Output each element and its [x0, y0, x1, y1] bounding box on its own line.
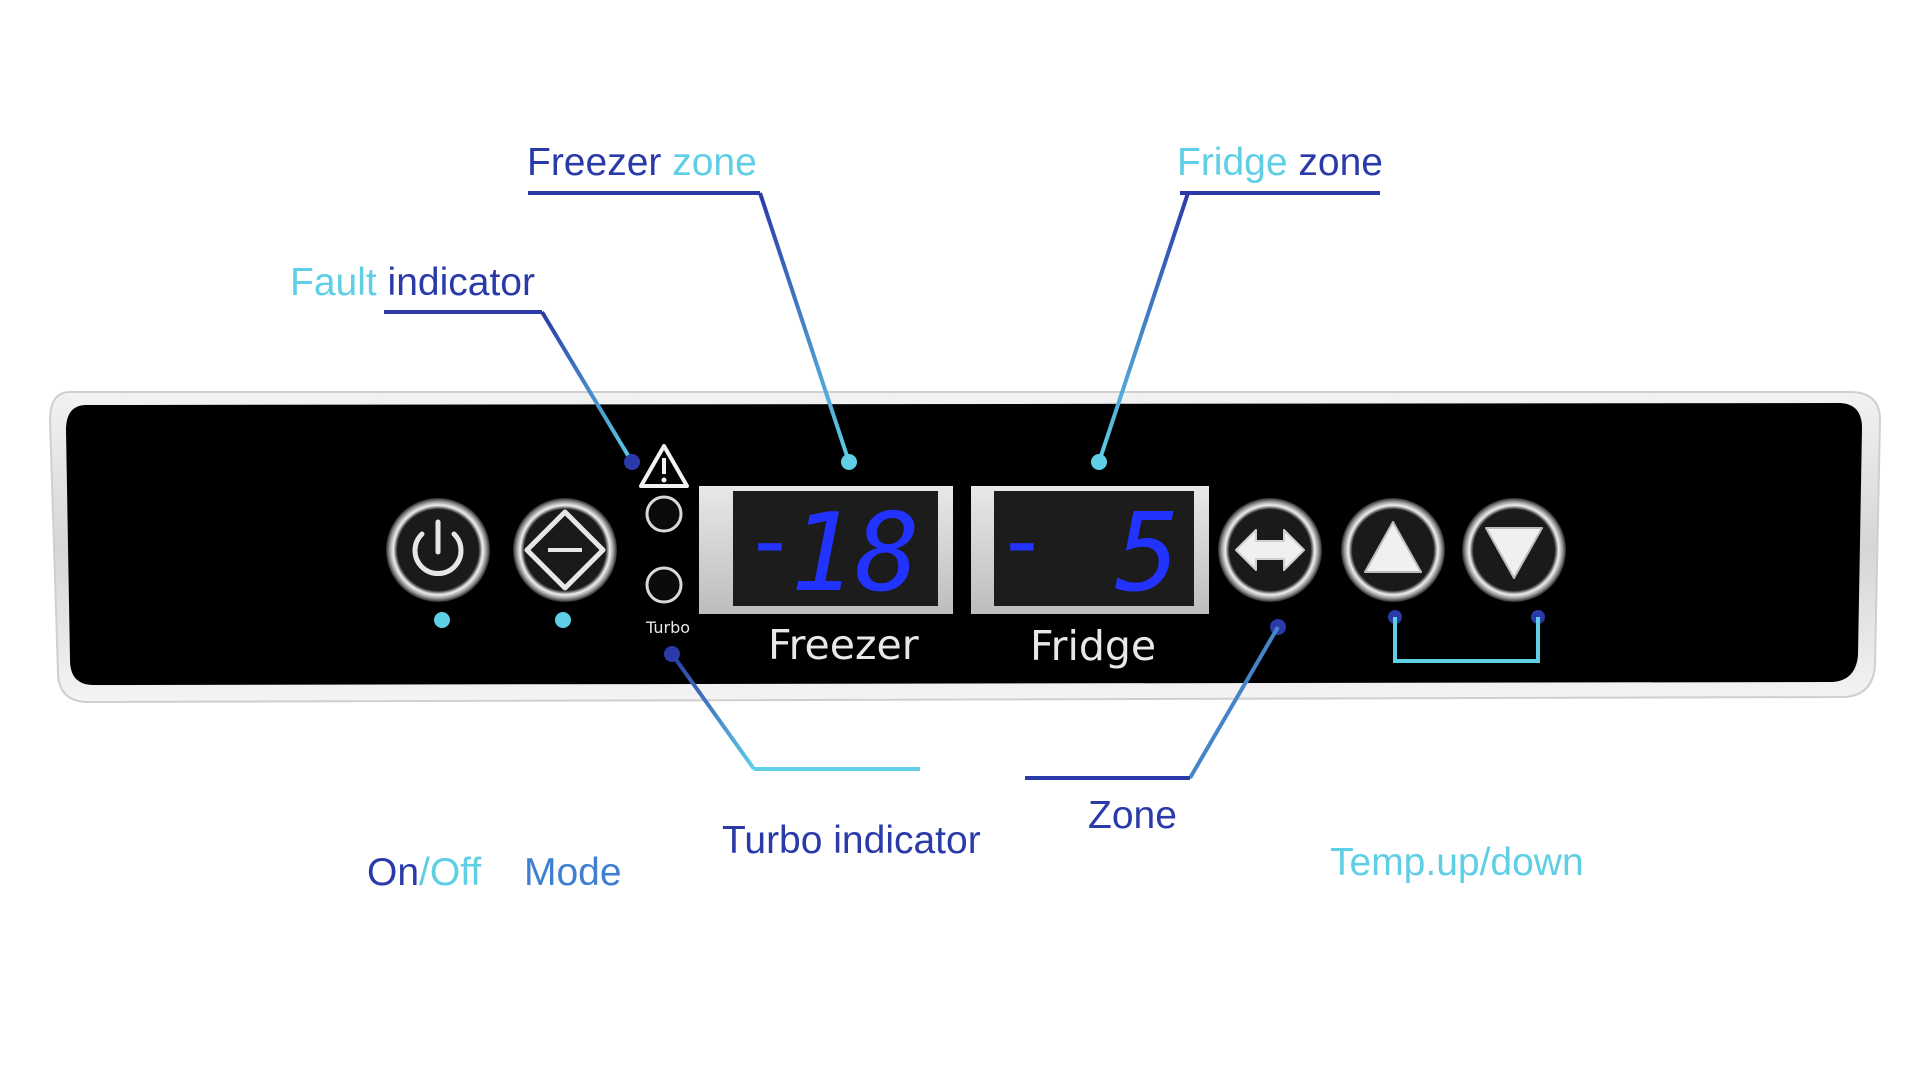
turbo-indicator-callout: Turbo indicator [722, 819, 981, 862]
arrow-down-icon [1485, 527, 1543, 579]
mode-button[interactable] [513, 498, 617, 602]
zone-button[interactable] [1218, 498, 1322, 602]
temp-up-button[interactable] [1341, 498, 1445, 602]
fridge-zone-callout-part1: Fridge [1177, 141, 1288, 184]
mode-callout: Mode [524, 851, 622, 894]
power-button[interactable] [386, 498, 490, 602]
freezer-zone-leader [528, 191, 857, 470]
temp-up-down-leader [1388, 610, 1545, 836]
on-off-callout-part3: Off [429, 851, 482, 894]
on-off-callout-part2: / [419, 851, 430, 894]
freezer-zone-callout-part1: Freezer [527, 141, 662, 184]
panel-body [48, 391, 1882, 704]
freezer-label: Freezer [768, 621, 919, 669]
zone-swap-icon [1235, 529, 1305, 571]
fridge-display-value: 5 [1115, 491, 1180, 616]
arrow-up-icon [1364, 521, 1422, 573]
turbo-indicator-leader [664, 646, 920, 771]
temp-up-down-callout: Temp.up/down [1330, 841, 1584, 884]
mode-icon [524, 509, 606, 591]
on-off-callout: On/Off [367, 853, 481, 892]
temp-down-button[interactable] [1462, 498, 1566, 602]
freezer-zone-callout: Freezer zone [527, 143, 757, 182]
fridge-zone-callout-part2: zone [1287, 141, 1383, 184]
zone-leader [1025, 619, 1286, 780]
fault-indicator-callout-part2: indicator [376, 261, 535, 304]
fridge-display-sign: - [994, 487, 1049, 594]
fault-indicator-callout-part1: Fault [290, 261, 377, 304]
fault-indicator-callout: Fault indicator [290, 263, 535, 302]
fridge-label: Fridge [1030, 622, 1157, 670]
on-off-leader [434, 612, 450, 843]
warning-triangle-icon [639, 444, 689, 488]
fridge-zone-leader [1091, 191, 1380, 470]
fridge-display: - 5 [971, 486, 1209, 616]
fault-indicator-led [645, 495, 683, 533]
fridge-zone-callout: Fridge zone [1177, 143, 1383, 182]
fault-indicator-leader [384, 310, 640, 470]
turbo-indicator-led [645, 566, 683, 604]
freezer-display: - 18 [699, 486, 953, 616]
mode-leader [555, 612, 571, 843]
power-icon [412, 519, 464, 577]
freezer-zone-callout-part2: zone [661, 141, 757, 184]
on-off-callout-part1: On [367, 851, 420, 894]
freezer-display-sign: - [742, 487, 797, 594]
freezer-display-value: 18 [790, 491, 920, 616]
zone-callout: Zone [1088, 794, 1177, 837]
turbo-label: Turbo [646, 618, 691, 637]
